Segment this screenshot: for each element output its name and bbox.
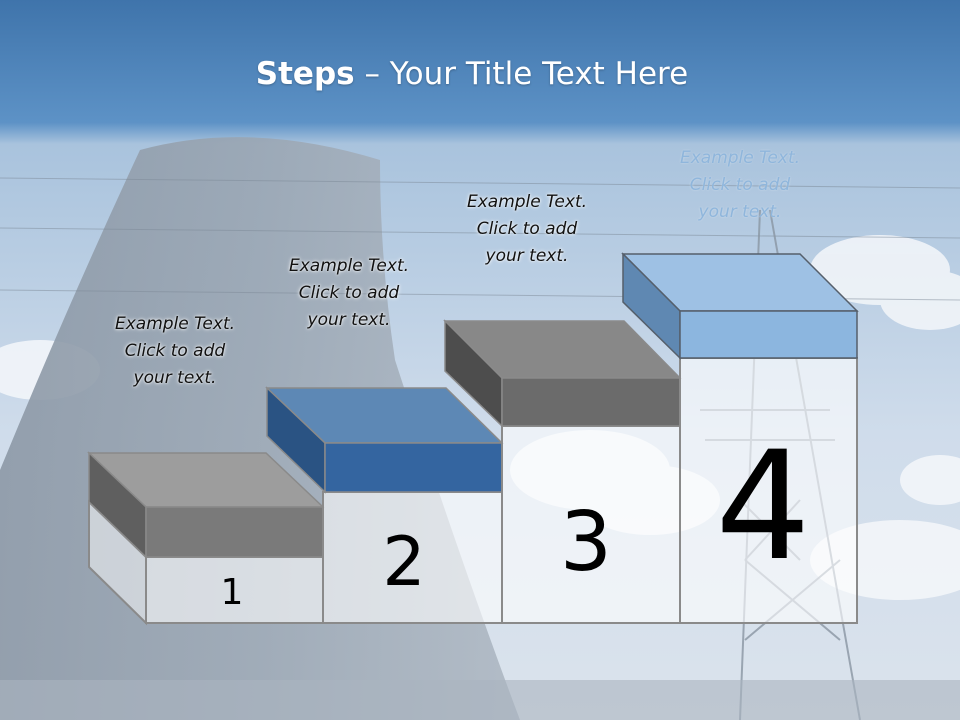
step-4-block[interactable]: 4	[621, 252, 859, 624]
step-4-caption-line-1: Example Text.	[679, 148, 801, 168]
step-2-caption-line-3: your text.	[307, 310, 391, 330]
step-1-caption-line-3: your text.	[133, 368, 217, 388]
step-4-number: 4	[715, 420, 810, 594]
title-bold: Steps	[255, 56, 355, 92]
step-4-caption-line-2: Click to add	[689, 175, 791, 195]
step-2-lid-front	[324, 442, 503, 493]
step-2-block[interactable]: 2	[265, 386, 504, 624]
step-2-caption[interactable]: Example Text. Click to add your text.	[264, 253, 434, 334]
step-1-lid-front	[145, 506, 324, 558]
step-2-caption-line-1: Example Text.	[288, 256, 410, 276]
step-3-caption-line-3: your text.	[485, 246, 569, 266]
step-3-block[interactable]: 3	[443, 319, 682, 624]
step-4-lid-front	[679, 310, 858, 359]
step-3-number: 3	[560, 495, 612, 590]
step-1-caption[interactable]: Example Text. Click to add your text.	[90, 311, 260, 392]
step-3-lid-front	[501, 377, 681, 427]
step-3-caption-line-1: Example Text.	[466, 192, 588, 212]
step-4-caption[interactable]: Example Text. Click to add your text.	[655, 145, 825, 226]
step-2-caption-line-2: Click to add	[298, 283, 400, 303]
title-rest: – Your Title Text Here	[354, 56, 689, 92]
slide-title[interactable]: Steps – Your Title Text Here	[0, 56, 944, 92]
step-3-caption[interactable]: Example Text. Click to add your text.	[442, 189, 612, 270]
step-1-block[interactable]: 1	[87, 451, 325, 626]
step-3-caption-line-2: Click to add	[476, 219, 578, 239]
step-1-caption-line-1: Example Text.	[114, 314, 236, 334]
step-4-caption-line-3: your text.	[698, 202, 782, 222]
step-2-number: 2	[382, 523, 425, 602]
step-1-number: 1	[221, 572, 244, 613]
step-1-caption-line-2: Click to add	[124, 341, 226, 361]
